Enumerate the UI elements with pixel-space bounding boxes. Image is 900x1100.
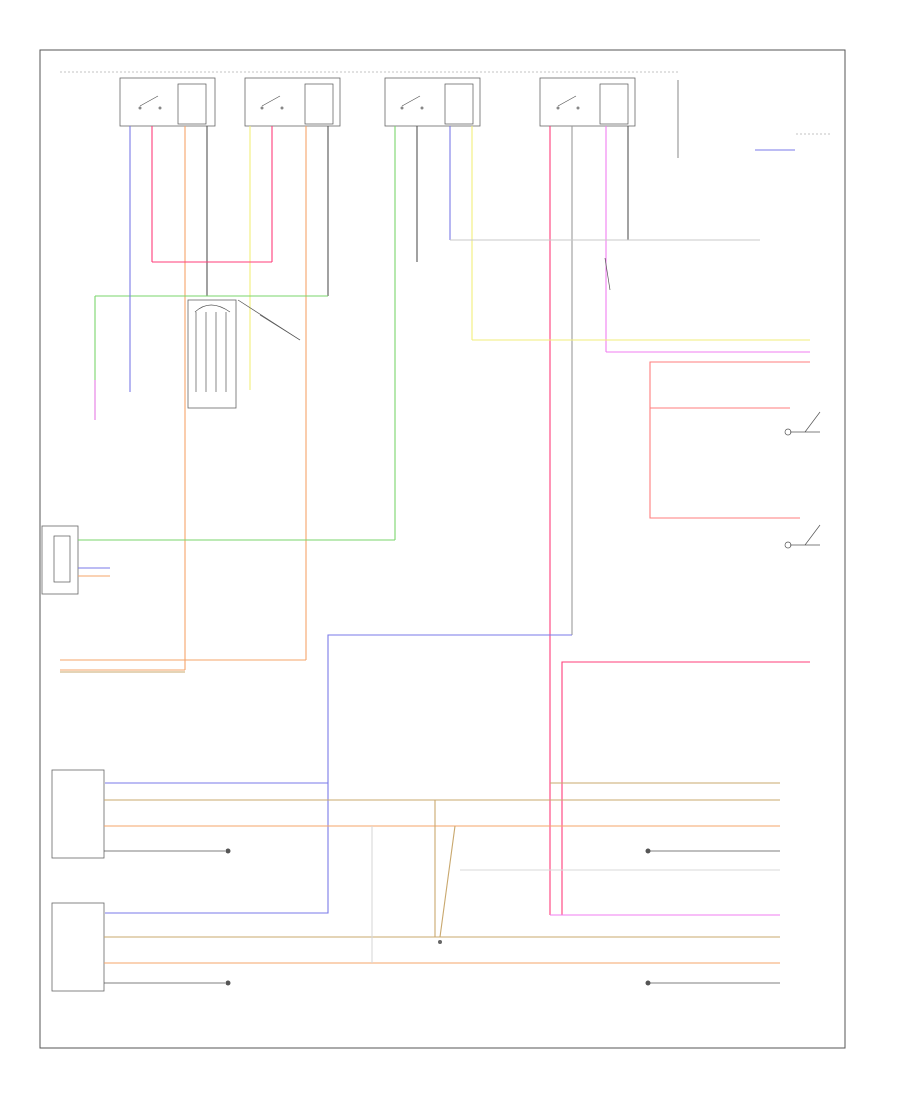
right-sensor-1	[784, 411, 821, 436]
bottom-bus-verticals	[371, 800, 780, 963]
bottom-splice-junction	[438, 940, 442, 944]
pink-top-right	[561, 661, 810, 915]
right-sensor-2	[784, 524, 821, 549]
left-mid-component	[41, 525, 395, 595]
switch-assembly-1	[119, 77, 216, 127]
leader-lines	[237, 257, 611, 341]
left-module-lower	[51, 902, 105, 992]
switch-assembly-2	[244, 77, 341, 127]
center-splice-connector	[187, 299, 237, 409]
bottom-bus-lower	[104, 936, 780, 964]
switch-wire-stubs	[129, 126, 629, 915]
bottom-bus-upper	[104, 782, 780, 827]
switch-assembly-4	[539, 77, 636, 127]
blue-long-wire	[105, 634, 572, 914]
left-module-upper	[51, 769, 105, 859]
diagram-frame	[39, 49, 846, 1049]
switch-assembly-3	[384, 77, 481, 127]
red-loop	[649, 361, 810, 519]
ground-leads	[104, 848, 780, 986]
